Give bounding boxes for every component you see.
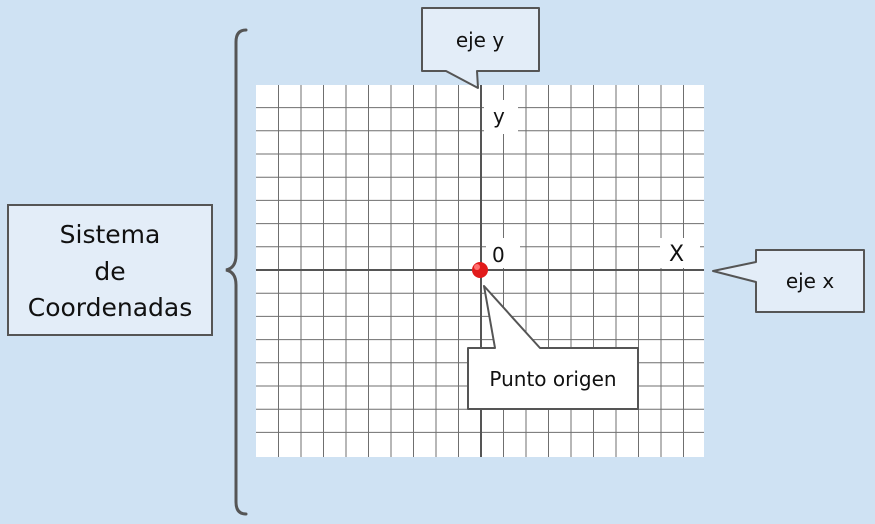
x-label-bg [660, 238, 700, 268]
callout-origin [467, 285, 639, 410]
title-box [7, 204, 213, 336]
title-line-3: Coordenadas [28, 293, 193, 322]
origin-label-bg [486, 238, 520, 268]
callout-x-axis-text: eje x [786, 269, 835, 293]
y-label-bg [484, 100, 518, 134]
brace [225, 28, 248, 516]
x-axis-label: X [669, 242, 684, 267]
callout-origin-text: Punto origen [489, 367, 616, 391]
title-line-1: Sistema [60, 220, 161, 249]
callout-y-axis-text: eje y [456, 28, 505, 52]
callout-y-axis [421, 7, 540, 89]
title-line-2: de [94, 257, 125, 286]
origin-label: 0 [492, 243, 505, 267]
origin-point-highlight [474, 264, 480, 270]
origin-point [472, 262, 488, 278]
y-axis-label: y [493, 104, 505, 128]
callout-x-axis [712, 249, 865, 313]
